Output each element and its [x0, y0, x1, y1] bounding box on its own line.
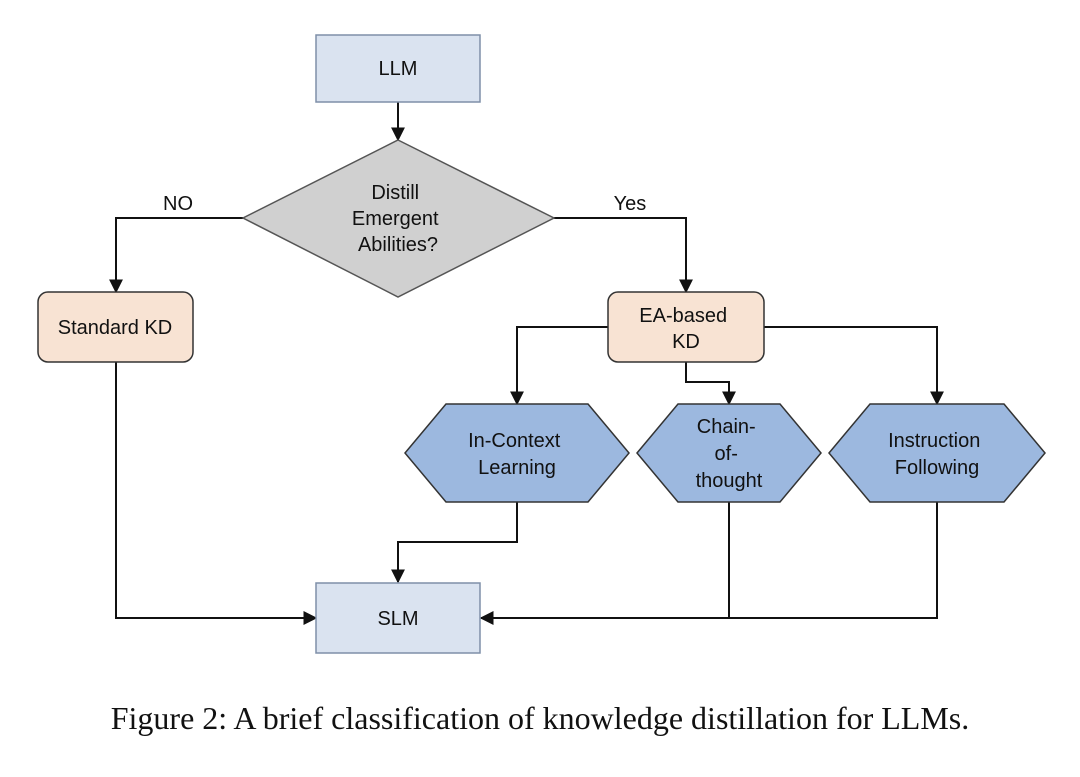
node-instruction-line: Following: [895, 457, 979, 479]
node-instruction-following: Instruction Following: [828, 403, 1046, 503]
node-standard-kd: Standard KD: [37, 291, 194, 363]
node-icl-line: In-Context: [468, 430, 561, 452]
edge-icl-to-slm: [391, 502, 518, 584]
node-decision-diamond: [241, 139, 556, 298]
node-llm-box: [315, 34, 481, 103]
node-instruction-hexagon: [828, 403, 1046, 503]
node-standard-kd-label: Standard KD: [58, 317, 173, 339]
edge-decision-yes: [554, 217, 693, 294]
edge-ea-kd-to-icl: [510, 326, 608, 406]
edge-ea-kd-to-instruction: [764, 326, 944, 406]
edge-ea-kd-to-cot: [685, 362, 736, 406]
node-llm-label: LLM: [379, 58, 418, 80]
node-cot-line: thought: [696, 470, 763, 492]
edge-instruction-to-slm: [479, 502, 938, 625]
node-cot-hexagon: [636, 403, 822, 503]
node-llm: LLM: [315, 34, 481, 103]
node-cot-line: Chain-: [697, 416, 756, 438]
edge-standard-kd-to-slm: [115, 362, 318, 625]
node-in-context-learning: In-Context Learning: [404, 403, 630, 503]
edge-label-no: NO: [163, 193, 193, 215]
node-decision-line: Emergent: [352, 208, 439, 230]
node-ea-kd-text: EA-based KD: [639, 305, 732, 353]
node-ea-kd-line: KD: [672, 331, 700, 353]
edges: [109, 102, 944, 625]
node-ea-kd-box: [607, 291, 765, 363]
node-cot-line: of-: [715, 443, 738, 465]
edge-decision-no: [109, 217, 243, 294]
node-chain-of-thought: Chain- of- thought: [636, 403, 822, 503]
node-icl-text: In-Context Learning: [468, 430, 566, 479]
node-cot-text: Chain- of- thought: [696, 416, 763, 492]
node-ea-kd: EA-based KD: [607, 291, 765, 363]
node-slm: SLM: [315, 582, 481, 654]
node-icl-hexagon: [404, 403, 630, 503]
node-instruction-text: Instruction Following: [888, 430, 986, 479]
node-icl-line: Learning: [478, 457, 556, 479]
node-standard-kd-box: [37, 291, 194, 363]
node-decision: Distill Emergent Abilities?: [241, 139, 556, 298]
edge-label-yes: Yes: [614, 193, 647, 215]
figure-caption: Figure 2: A brief classification of know…: [110, 700, 970, 736]
flowchart-diagram: NO Yes LLM Distill Emergent Abilities? S…: [37, 34, 1046, 654]
node-decision-line: Abilities?: [358, 234, 438, 256]
node-decision-text: Distill Emergent Abilities?: [352, 182, 444, 256]
node-ea-kd-line: EA-based: [639, 305, 727, 327]
node-slm-label: SLM: [377, 608, 418, 630]
node-decision-line: Distill: [371, 182, 419, 204]
node-slm-box: [315, 582, 481, 654]
node-instruction-line: Instruction: [888, 430, 980, 452]
